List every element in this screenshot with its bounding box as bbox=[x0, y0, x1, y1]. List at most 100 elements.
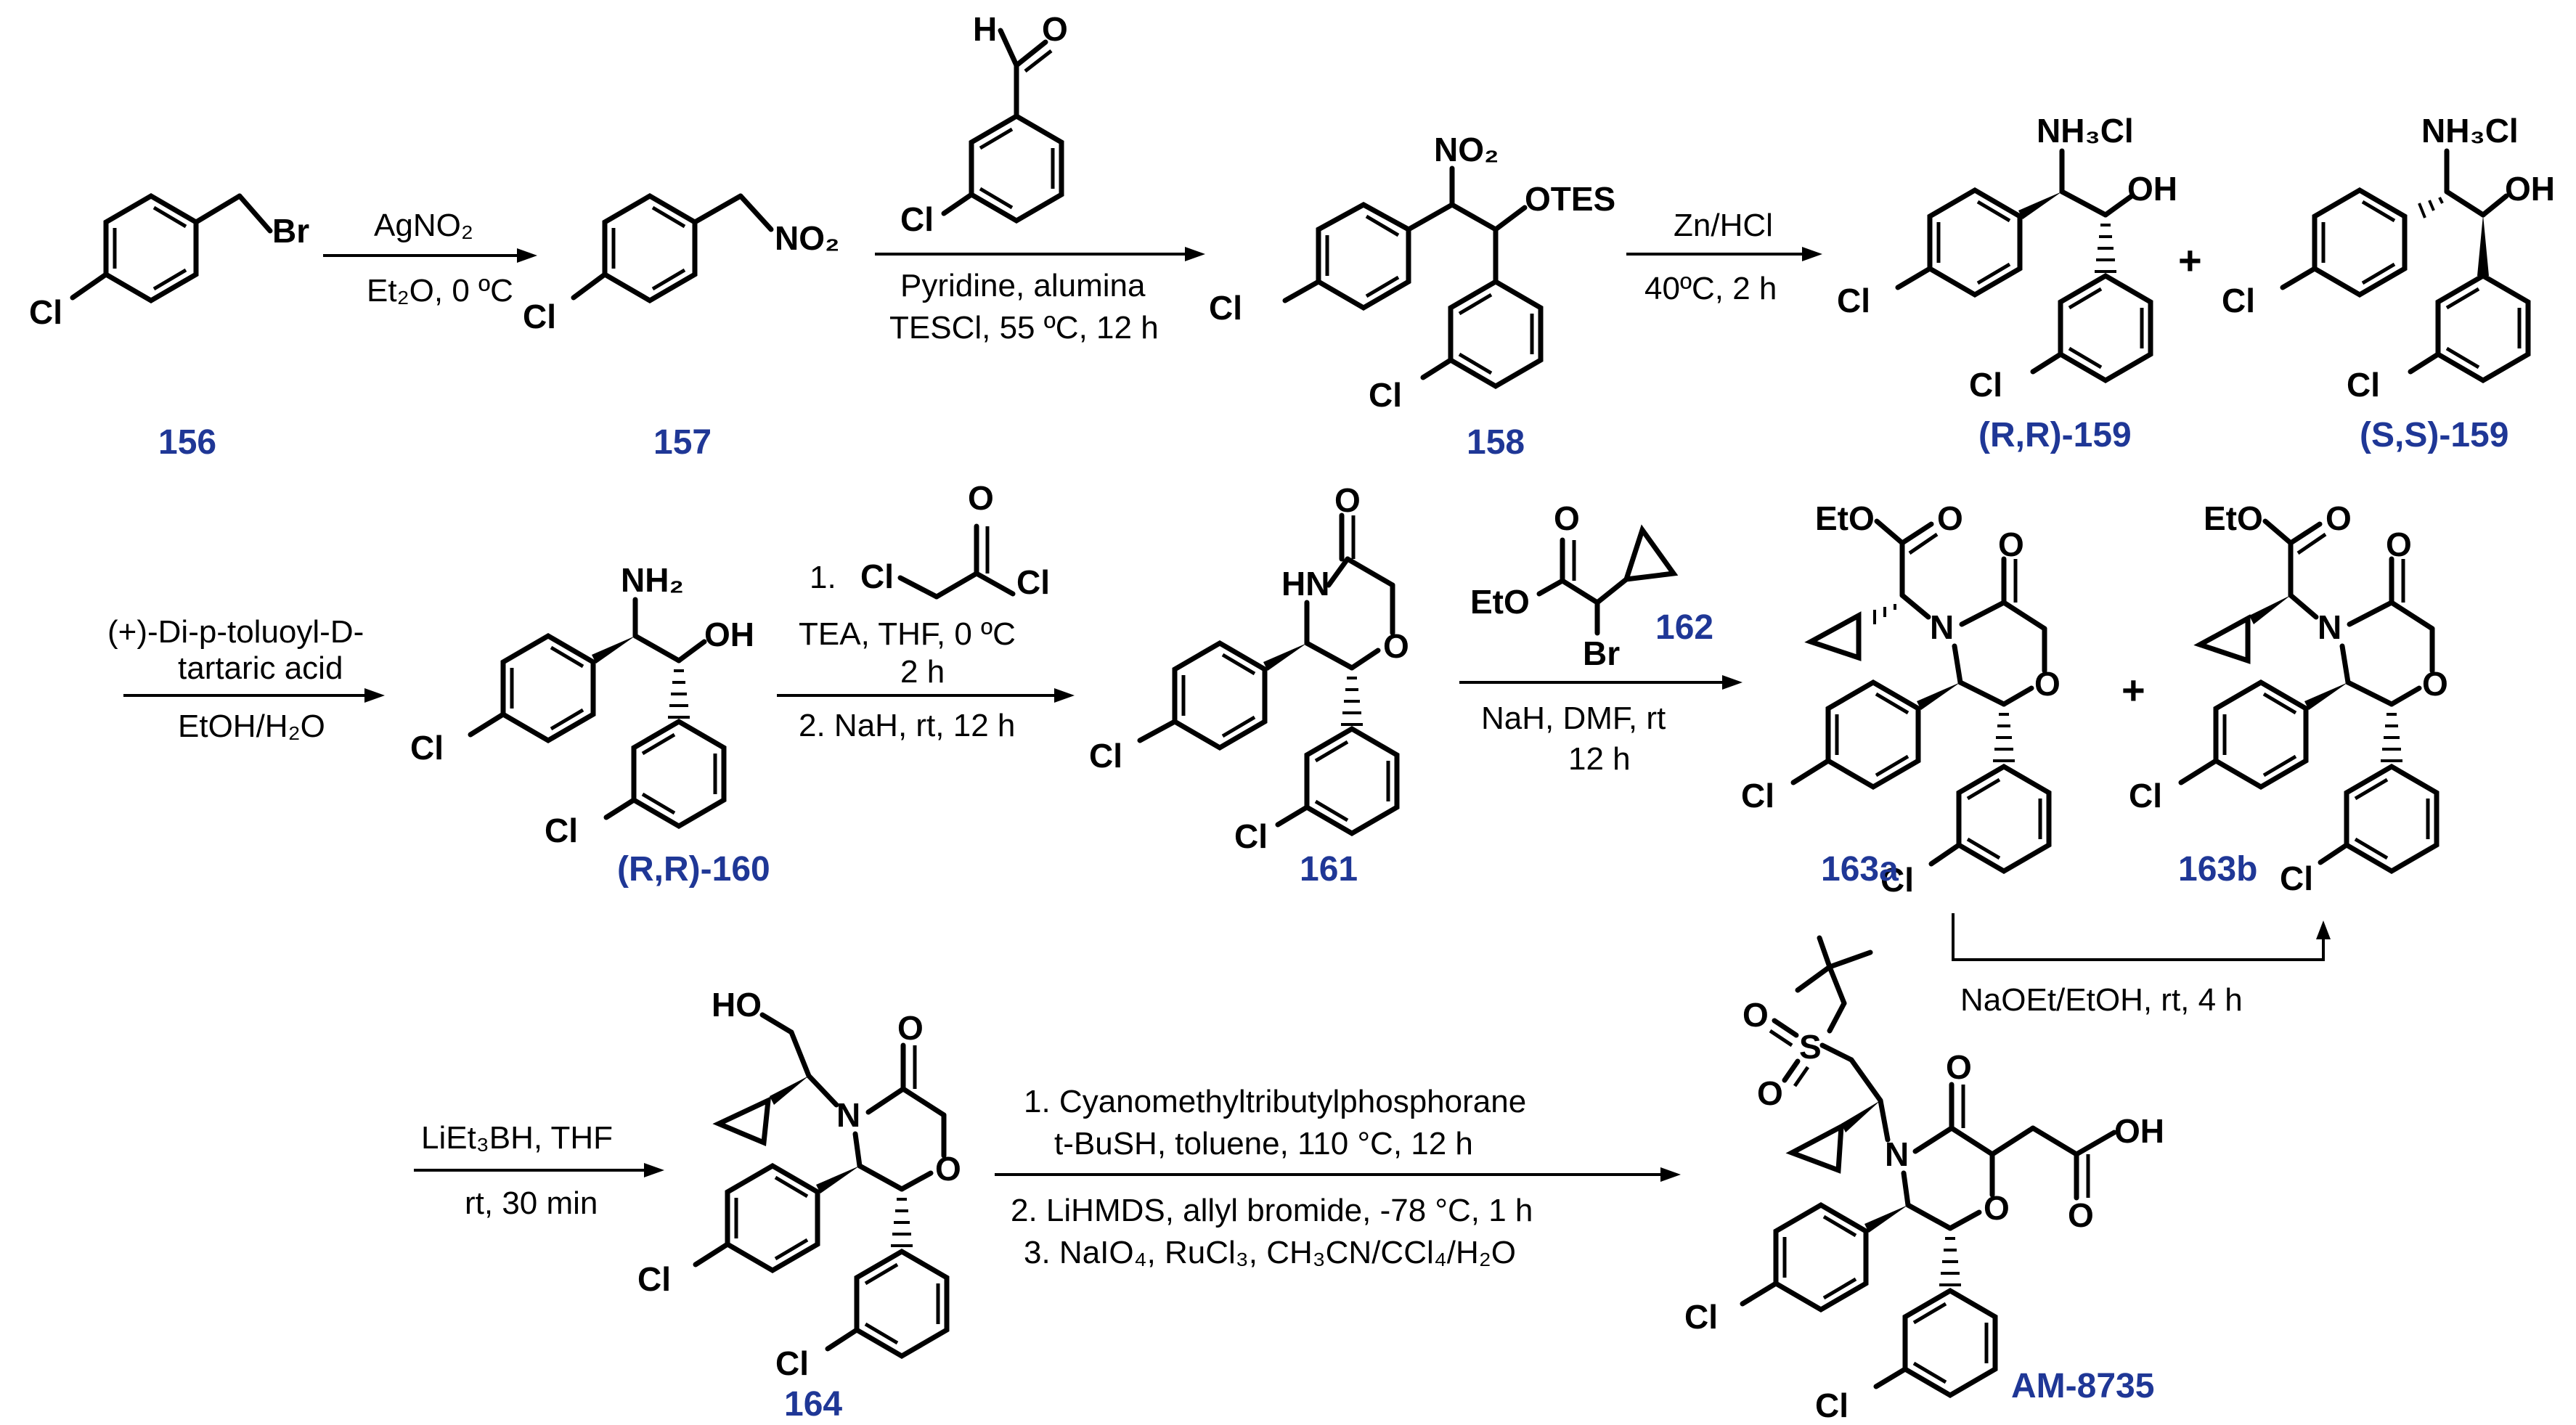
chlorine-atom: Cl bbox=[1369, 376, 1402, 414]
chlorine-atom: Cl bbox=[1837, 282, 1870, 319]
chlorine-atom: Cl bbox=[523, 298, 556, 335]
plus-sign: + bbox=[2178, 237, 2202, 283]
hydroxyl-group: HO bbox=[712, 986, 762, 1024]
oxygen-atom: O bbox=[1334, 481, 1361, 519]
condition-step-1: 1. bbox=[810, 560, 836, 595]
compound-rr-159-structure: NH₃Cl OH Cl Cl bbox=[1837, 112, 2177, 404]
ring-oxygen: O bbox=[1984, 1189, 2010, 1227]
compound-161-structure: O HN O Cl Cl bbox=[1089, 481, 1409, 855]
condition-cyanomethyl: 1. Cyanomethyltributylphosphorane bbox=[1024, 1084, 1526, 1119]
ethoxy-group: EtO bbox=[1470, 583, 1530, 621]
condition-nah-dmf: NaH, DMF, rt bbox=[1481, 701, 1666, 736]
compound-label-am-8735: AM-8735 bbox=[2011, 1367, 2154, 1405]
compound-am-8735-structure: S O O N O O OH O Cl bbox=[1684, 935, 2164, 1424]
compound-164-structure: HO N O O Cl Cl bbox=[637, 986, 961, 1382]
chlorine-atom: Cl bbox=[1741, 777, 1774, 814]
chlorine-atom: Cl bbox=[775, 1344, 809, 1382]
nitro-group: NO₂ bbox=[775, 219, 839, 257]
compound-label-157: 157 bbox=[653, 423, 712, 462]
hydroxyl-group: OH bbox=[2505, 170, 2555, 208]
otes-group: OTES bbox=[1525, 180, 1615, 218]
compound-rr-160-structure: NH₂ OH Cl Cl bbox=[410, 561, 754, 849]
ring-oxygen: O bbox=[935, 1150, 961, 1188]
compound-label-163a: 163a bbox=[1821, 850, 1899, 889]
chlorine-atom: Cl bbox=[1209, 289, 1242, 327]
carboxylic-acid-oh: OH bbox=[2114, 1112, 2164, 1150]
condition-tartaric-acid: tartaric acid bbox=[178, 650, 343, 686]
reagent-chloroacetyl-chloride: Cl O Cl bbox=[860, 479, 1050, 601]
reagent-3-chlorobenzaldehyde: H O Cl bbox=[900, 10, 1068, 238]
chlorine-atom: Cl bbox=[1880, 861, 1914, 899]
condition-naio4: 3. NaIO₄, RuCl₃, CH₃CN/CCl₄/H₂O bbox=[1024, 1235, 1516, 1270]
ring-carbonyl-oxygen: O bbox=[2386, 526, 2412, 563]
chlorine-atom: Cl bbox=[637, 1260, 671, 1298]
compound-label-rr-159: (R,R)-159 bbox=[1978, 416, 2132, 454]
carbonyl-oxygen: O bbox=[1554, 499, 1580, 537]
condition-tea-thf: TEA, THF, 0 ºC bbox=[799, 616, 1016, 652]
chlorine-atom: Cl bbox=[1016, 563, 1050, 601]
chlorine-atom: Cl bbox=[545, 812, 578, 849]
amide-nh: HN bbox=[1281, 565, 1329, 603]
condition-40c: 40ºC, 2 h bbox=[1644, 271, 1777, 306]
compound-156-structure: Br Cl bbox=[29, 192, 309, 331]
ring-carbonyl-oxygen: O bbox=[1946, 1048, 1972, 1086]
sulfur-atom: S bbox=[1799, 1028, 1822, 1066]
chlorine-atom: Cl bbox=[2129, 777, 2162, 814]
reagent-162-structure: O EtO Br bbox=[1470, 499, 1679, 672]
hydroxyl-group: OH bbox=[2127, 170, 2177, 208]
condition-pyridine: Pyridine, alumina bbox=[900, 268, 1146, 303]
compound-label-158: 158 bbox=[1467, 423, 1525, 462]
condition-zn-hcl: Zn/HCl bbox=[1674, 208, 1773, 243]
acid-carbonyl-oxygen: O bbox=[2068, 1196, 2094, 1234]
chlorine-atom: Cl bbox=[2222, 282, 2255, 319]
plus-sign: + bbox=[2121, 667, 2145, 713]
ring-carbonyl-oxygen: O bbox=[1998, 526, 2024, 563]
ring-oxygen: O bbox=[2034, 665, 2061, 703]
hydroxyl-group: OH bbox=[704, 616, 754, 653]
chlorine-atom: Cl bbox=[1089, 737, 1122, 775]
condition-naoet: NaOEt/EtOH, rt, 4 h bbox=[1960, 982, 2243, 1018]
nitro-group: NO₂ bbox=[1434, 131, 1499, 168]
compound-163a-structure: EtO O N O O Cl bbox=[1741, 499, 2061, 899]
ammonium-chloride-group: NH₃Cl bbox=[2421, 112, 2519, 150]
compound-158-structure: NO₂ OTES Cl Cl bbox=[1209, 131, 1615, 414]
condition-lihmds: 2. LiHMDS, allyl bromide, -78 °C, 1 h bbox=[1011, 1193, 1533, 1228]
compound-163b-structure: EtO O N O O Cl Cl bbox=[2129, 499, 2448, 897]
ring-oxygen: O bbox=[1383, 627, 1409, 665]
carbonyl-oxygen: O bbox=[2326, 499, 2352, 537]
ring-nitrogen: N bbox=[2318, 608, 2341, 646]
carbonyl-oxygen: O bbox=[1937, 499, 1963, 537]
compound-label-163b: 163b bbox=[2178, 850, 2257, 889]
chlorine-atom: Cl bbox=[2280, 860, 2313, 897]
chlorine-atom: Cl bbox=[900, 200, 934, 238]
reaction-arrow-7 bbox=[1952, 913, 2325, 961]
condition-12h: 12 h bbox=[1568, 741, 1631, 777]
condition-agno2: AgNO₂ bbox=[374, 208, 473, 243]
condition-lieт3bh: LiEt₃BH, THF bbox=[421, 1120, 613, 1156]
chlorine-atom: Cl bbox=[1815, 1387, 1849, 1424]
condition-tbush: t-BuSH, toluene, 110 °C, 12 h bbox=[1054, 1126, 1473, 1161]
ring-oxygen: O bbox=[2422, 665, 2448, 703]
compound-label-162: 162 bbox=[1655, 608, 1713, 647]
condition-tescl: TESCl, 55 ºC, 12 h bbox=[889, 310, 1159, 346]
compound-label-rr-160: (R,R)-160 bbox=[617, 850, 770, 889]
chlorine-atom: Cl bbox=[1234, 817, 1268, 855]
bromine-atom: Br bbox=[272, 212, 309, 250]
condition-ditoluoyl: (+)-Di-p-toluoyl-D- bbox=[107, 614, 364, 650]
compound-label-156: 156 bbox=[158, 423, 216, 462]
compound-157-structure: NO₂ Cl bbox=[523, 192, 839, 335]
condition-etoh-h2o: EtOH/H₂O bbox=[178, 709, 325, 744]
hydrogen-atom: H bbox=[973, 10, 997, 48]
chlorine-atom: Cl bbox=[1969, 366, 2002, 404]
condition-nah: 2. NaH, rt, 12 h bbox=[799, 708, 1015, 743]
sulfonyl-oxygen: O bbox=[1757, 1074, 1783, 1112]
compound-ss-159-structure: NH₃Cl OH Cl Cl bbox=[2222, 112, 2555, 404]
sulfonyl-oxygen: O bbox=[1743, 996, 1769, 1034]
condition-rt-30min: rt, 30 min bbox=[465, 1185, 598, 1221]
compound-label-164: 164 bbox=[784, 1385, 842, 1424]
ethoxy-group: EtO bbox=[2204, 499, 2263, 537]
bromine-atom: Br bbox=[1583, 634, 1620, 672]
ammonium-chloride-group: NH₃Cl bbox=[2037, 112, 2134, 150]
compound-label-161: 161 bbox=[1300, 850, 1358, 889]
